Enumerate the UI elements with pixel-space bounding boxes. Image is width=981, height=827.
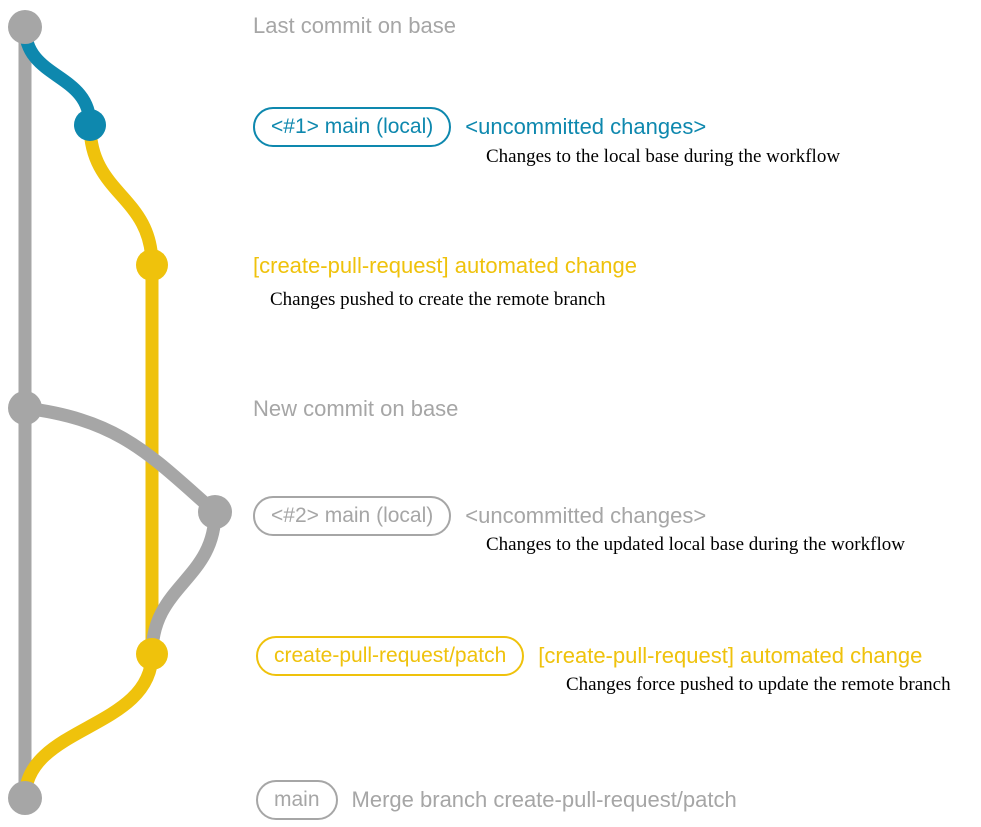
- entry-description: Changes to the updated local base during…: [486, 534, 905, 556]
- node-local-1[interactable]: [74, 109, 106, 141]
- entry-new-commit-on-base: New commit on base: [253, 396, 458, 422]
- node-local-2[interactable]: [198, 495, 232, 529]
- edge-local-2: [18, 401, 222, 519]
- edge-patch-upper: [83, 118, 159, 272]
- description-text: Changes to the local base during the wor…: [486, 146, 841, 167]
- entry-description: Changes to the local base during the wor…: [486, 146, 840, 168]
- node-base-new[interactable]: [8, 391, 42, 425]
- node-base-last[interactable]: [8, 10, 42, 44]
- ref-pill-main-local-2[interactable]: <#2> main (local): [253, 496, 452, 536]
- entry-main-merge: main Merge branch create-pull-request/pa…: [256, 780, 737, 820]
- node-patch-1[interactable]: [136, 249, 168, 281]
- entry-last-commit-on-base: Last commit on base: [253, 13, 456, 39]
- ref-pill-create-pull-request-patch[interactable]: create-pull-request/patch: [256, 636, 525, 676]
- commit-subject: [create-pull-request] automated change: [538, 643, 923, 668]
- entry-local-uncommitted-2: <#2> main (local) <uncommitted changes>: [253, 496, 706, 536]
- commit-subject: [create-pull-request] automated change: [253, 253, 638, 278]
- entry-patch-update: create-pull-request/patch [create-pull-r…: [256, 636, 922, 676]
- description-text: Changes pushed to create the remote bran…: [270, 289, 606, 310]
- description-text: Changes force pushed to update the remot…: [566, 674, 951, 695]
- commit-subject: Last commit on base: [253, 13, 456, 38]
- edge-patch-merge: [18, 647, 159, 805]
- edge-local2-to-patch2: [145, 505, 222, 661]
- ref-pill-main-local-1[interactable]: <#1> main (local): [253, 107, 452, 147]
- entry-patch-create: [create-pull-request] automated change: [253, 253, 637, 279]
- entry-description: Changes force pushed to update the remot…: [566, 674, 951, 696]
- node-patch-2[interactable]: [136, 638, 168, 670]
- node-base-merge[interactable]: [8, 781, 42, 815]
- commit-subject: New commit on base: [253, 396, 459, 421]
- entry-description: Changes pushed to create the remote bran…: [270, 289, 606, 311]
- commit-subject: <uncommitted changes>: [465, 114, 707, 139]
- description-text: Changes to the updated local base during…: [486, 534, 905, 555]
- commit-subject: Merge branch create-pull-request/patch: [351, 787, 737, 812]
- commit-subject: <uncommitted changes>: [465, 503, 707, 528]
- entry-local-uncommitted-1: <#1> main (local) <uncommitted changes>: [253, 107, 706, 147]
- edge-local-1: [18, 20, 97, 132]
- ref-pill-main[interactable]: main: [256, 780, 338, 820]
